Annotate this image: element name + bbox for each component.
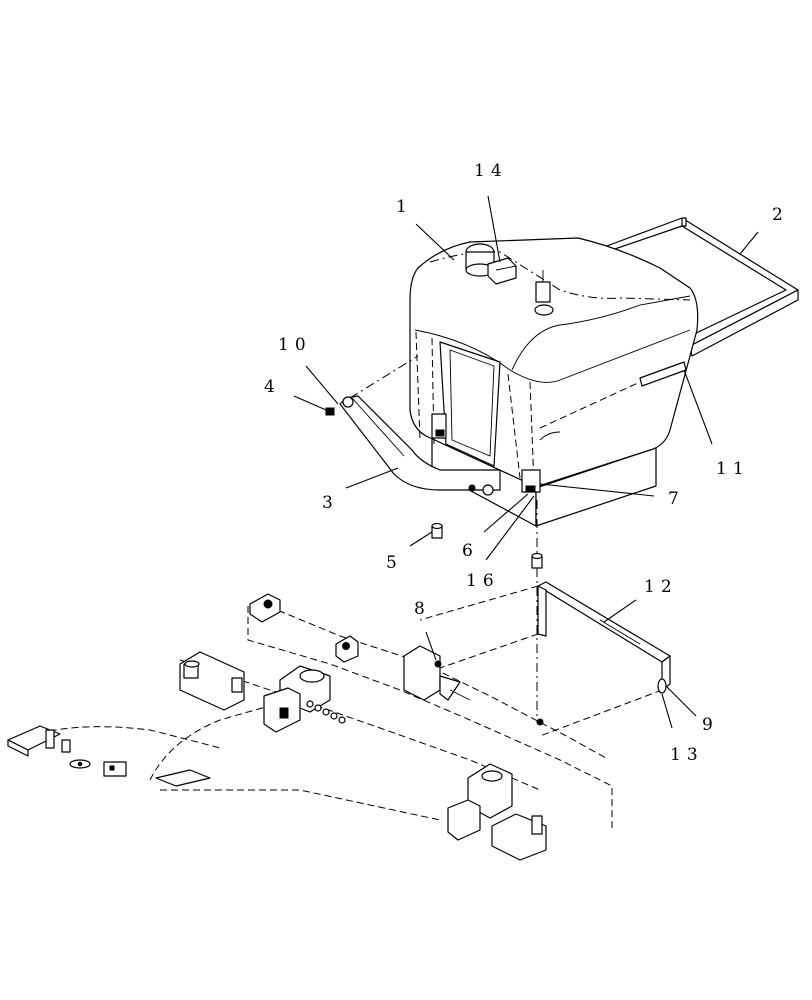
callout-1: 1	[396, 197, 413, 217]
leader-7	[539, 483, 655, 497]
callout-9: 9	[702, 715, 719, 735]
rail-tray-part-2	[595, 217, 799, 357]
chassis-frame	[7, 593, 613, 861]
support-frame-part-12	[419, 581, 671, 737]
strap-part-11	[539, 361, 687, 429]
leader-16	[485, 495, 535, 561]
callout-8: 8	[414, 599, 431, 619]
leader-10	[305, 365, 339, 405]
callout-16: 16	[466, 571, 500, 591]
leader-6	[483, 493, 529, 533]
callout-7: 7	[668, 489, 685, 509]
bolt-part-4	[325, 407, 335, 416]
leader-4	[293, 395, 327, 411]
callout-2: 2	[772, 205, 789, 225]
callout-labels: 1 2 3 4 5 6 7 8 9 10 11 12 13 14 16	[264, 161, 789, 765]
bracket-part-3	[339, 355, 501, 496]
callout-6: 6	[462, 541, 479, 561]
clip-bracket	[103, 761, 127, 777]
washer-plate	[69, 759, 91, 769]
leader-9	[665, 685, 697, 717]
callout-14: 14	[474, 161, 508, 181]
callout-5: 5	[386, 553, 403, 573]
small-bracket-left	[7, 725, 71, 757]
callout-3: 3	[322, 493, 339, 513]
leader-5	[409, 531, 433, 547]
leader-lines	[293, 195, 759, 729]
spacer-part-16	[531, 500, 543, 720]
nut-part-5	[431, 522, 443, 539]
bolt-row	[306, 700, 346, 724]
callout-4: 4	[264, 377, 281, 397]
leader-14	[487, 195, 501, 263]
leader-12	[603, 599, 637, 623]
leader-2	[739, 231, 759, 255]
tank-part-1	[409, 237, 699, 527]
callout-13: 13	[670, 745, 704, 765]
leader-1	[415, 223, 455, 261]
leader-11	[683, 369, 713, 445]
callout-10: 10	[278, 335, 312, 355]
callout-12: 12	[644, 577, 678, 597]
leader-13	[661, 693, 673, 729]
callout-11: 11	[716, 459, 750, 479]
leader-8	[425, 631, 437, 661]
leader-3	[345, 467, 399, 489]
